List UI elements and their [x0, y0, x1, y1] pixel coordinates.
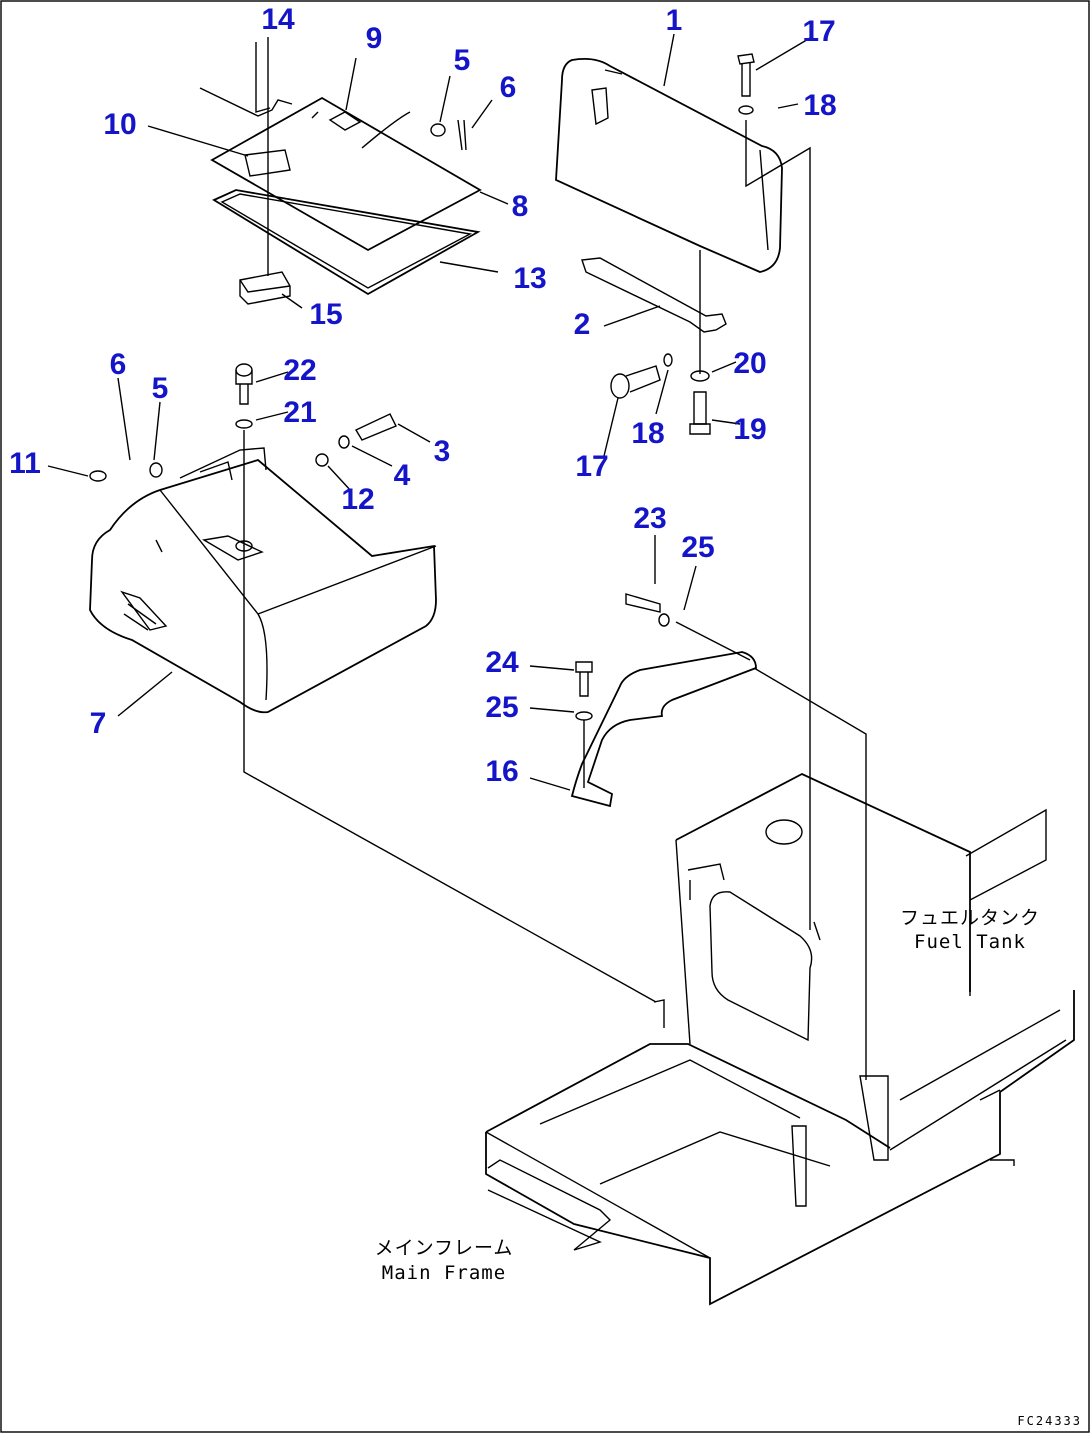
leader-lines: [47, 33, 971, 1080]
callout-2: 2: [574, 308, 591, 341]
fuel-tank-label-en: Fuel Tank: [914, 931, 1026, 953]
part-1-side-cover: [555, 57, 783, 273]
callout-15: 15: [309, 298, 342, 331]
callout-11: 11: [9, 447, 41, 480]
fuel-tank-label-jp: フュエルタンク: [900, 907, 1040, 929]
callout-10: 10: [103, 108, 136, 141]
callout-19: 19: [733, 413, 766, 446]
part-22-21-bolt-washer: [235, 363, 253, 429]
callout-16: 16: [485, 755, 518, 788]
callout-5-box: 5: [152, 372, 169, 405]
main-frame-label-en: Main Frame: [382, 1262, 506, 1284]
callout-23: 23: [633, 502, 666, 535]
callout-22: 22: [283, 354, 316, 387]
callout-17-lower: 17: [575, 450, 608, 483]
part-8-cover-plate: [210, 96, 482, 252]
callout-18-lower: 18: [631, 417, 664, 450]
figure-code: FC24333: [1017, 1414, 1082, 1428]
callout-3: 3: [434, 435, 451, 468]
callout-25-lower: 25: [485, 691, 518, 724]
callout-14: 14: [261, 3, 295, 36]
callout-20: 20: [733, 347, 766, 380]
callout-13: 13: [513, 262, 546, 295]
part-15-block: [239, 271, 291, 305]
part-24-25-bolt-washer: [575, 661, 593, 721]
part-13-gasket: [212, 189, 481, 296]
part-14-clip: [199, 87, 293, 117]
callout-5-top: 5: [454, 44, 471, 77]
callout-18-top: 18: [803, 89, 836, 122]
part-17-bolt-lower: [610, 353, 673, 399]
part-7-box: [89, 447, 437, 714]
main-frame-label-jp: メインフレーム: [375, 1237, 514, 1259]
callout-17-top: 17: [802, 15, 835, 48]
callout-21: 21: [283, 396, 316, 429]
callout-4: 4: [394, 459, 411, 492]
part-3-4-bolt-washer: [338, 413, 397, 449]
callout-7: 7: [90, 707, 107, 740]
callout-6-top: 6: [500, 71, 517, 104]
main-frame: [485, 990, 1075, 1306]
fuel-tank: [675, 772, 1047, 1045]
part-17-bolt-top: [737, 53, 755, 115]
part-2-bracket: [581, 257, 727, 333]
callout-6-box: 6: [110, 348, 127, 381]
part-19-20-bolt-washer: [689, 370, 711, 435]
callout-25-upper: 25: [681, 531, 714, 564]
callout-numbers: 1 2 3 4 5 5 6 6 7 8 9 10 11 12 13 14 15 …: [9, 3, 837, 788]
part-11-12-nuts: [89, 453, 329, 482]
callout-24: 24: [485, 646, 519, 679]
callout-8: 8: [512, 190, 529, 223]
part-16-bracket: [570, 593, 757, 808]
callout-12: 12: [341, 483, 374, 516]
callout-1: 1: [666, 4, 683, 37]
part-5-6-nut-pin-top: [430, 119, 467, 151]
callout-9: 9: [366, 22, 383, 55]
